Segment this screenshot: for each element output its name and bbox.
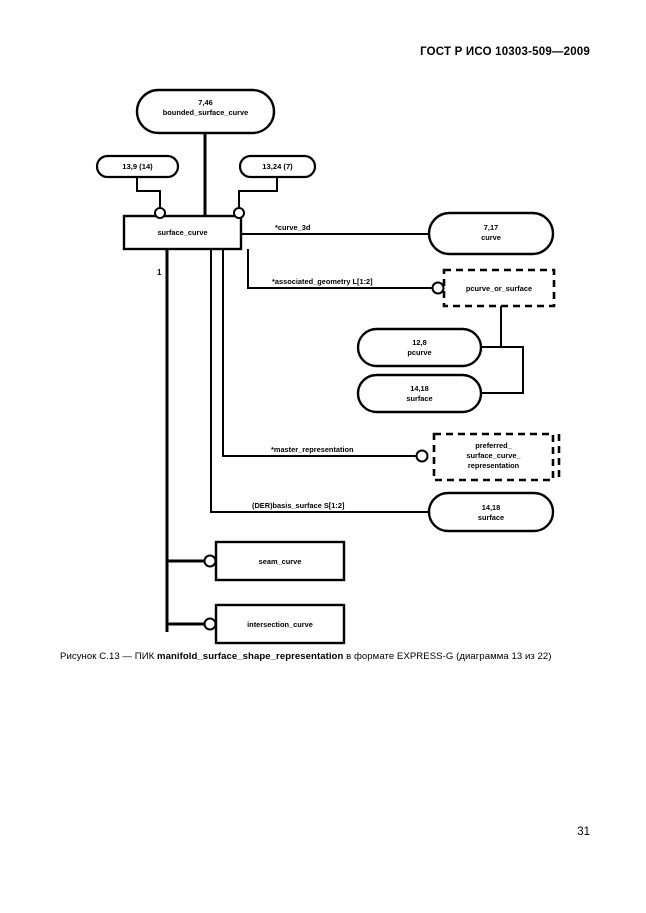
node-curve [427, 211, 555, 256]
edge-select-branch-surface [481, 306, 524, 394]
node-pcurve-or-surface [442, 268, 556, 308]
connector-circle-intersection-curve [203, 617, 217, 631]
edge-label-associated-geometry: *associated_geometry L[1:2] [272, 277, 373, 286]
connector-circle-surface-curve-top-right [233, 207, 245, 219]
edge-page-ref-right-to-surface-curve [238, 176, 278, 211]
connector-circle-seam-curve [203, 554, 217, 568]
node-page-ref-left [95, 154, 180, 179]
figure-caption-suffix: в формате EXPRESS-G (диаграмма 13 из 22) [343, 651, 552, 662]
cardinality-label-supertype-one: 1 [157, 268, 162, 277]
node-seam-curve [214, 540, 346, 582]
document-header-standard-number: ГОСТ Р ИСО 10303-509—2009 [420, 46, 590, 58]
edge-label-master-representation: *master_representation [271, 445, 354, 454]
connector-circle-associated-geometry [431, 281, 445, 295]
node-bounded-surface-curve [135, 88, 276, 135]
figure-caption-entity-name: manifold_surface_shape_representation [157, 651, 344, 662]
connector-circle-master-representation [415, 449, 429, 463]
edge-page-ref-left-to-surface-curve [136, 176, 161, 211]
diagram-canvas [95, 88, 561, 645]
express-g-diagram: 7,46 bounded_surface_curve 13,9 (14) 13,… [95, 88, 561, 645]
edge-associated-geometry [247, 249, 437, 289]
node-page-ref-right [238, 154, 317, 179]
edge-master-representation [222, 249, 417, 457]
edge-label-basis-surface: (DER)basis_surface S[1:2] [252, 501, 345, 510]
node-preferred-surface-curve-representation [432, 432, 555, 482]
node-surface-curve [122, 214, 243, 251]
page-number: 31 [577, 826, 590, 838]
figure-caption-prefix: Рисунок С.13 — ПИК [60, 651, 158, 662]
edge-label-curve-3d: *curve_3d [275, 223, 311, 232]
connector-circle-surface-curve-top-left [154, 207, 166, 219]
figure-caption: Рисунок С.13 — ПИК manifold_surface_shap… [60, 651, 552, 662]
edge-basis-surface [210, 249, 429, 513]
node-intersection-curve [214, 603, 346, 645]
node-surface-upper [356, 373, 483, 414]
node-surface-lower [427, 491, 555, 533]
node-pcurve [356, 327, 483, 368]
